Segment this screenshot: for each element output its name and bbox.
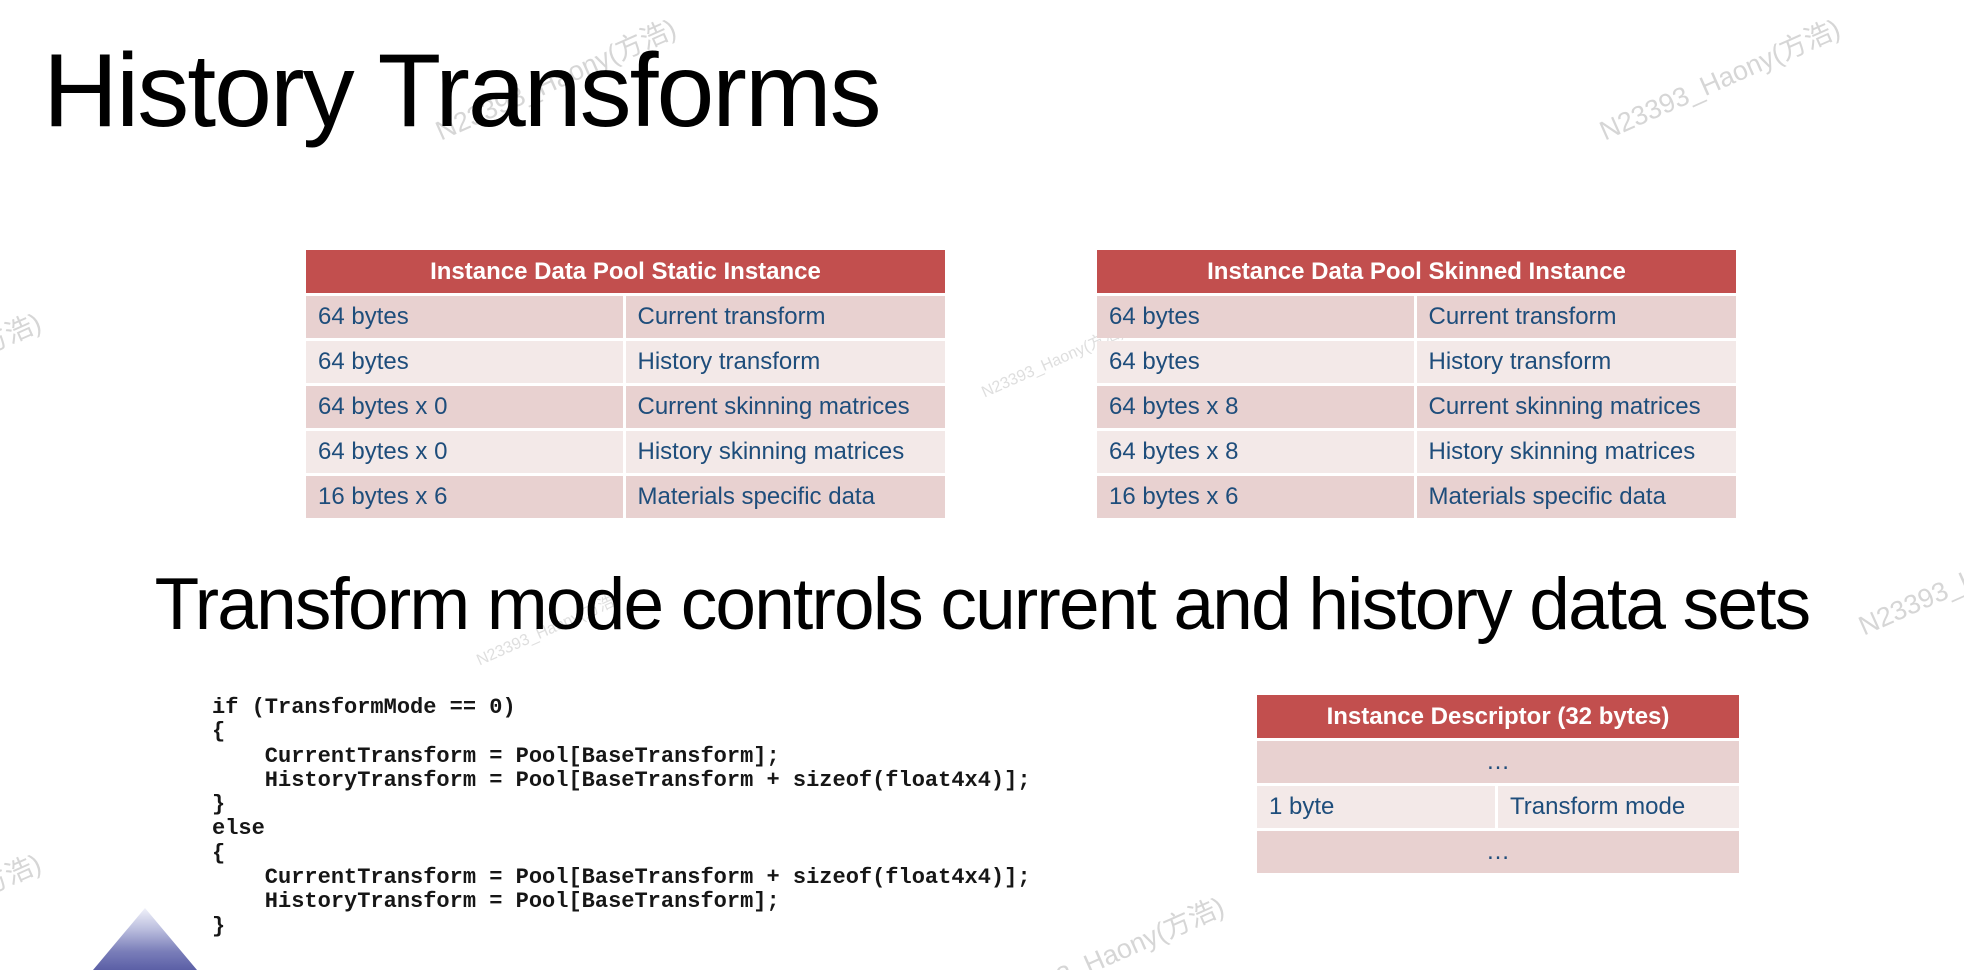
skinned-instance-pool-table: Instance Data Pool Skinned Instance 64 b… [1097, 247, 1736, 521]
table-cell: History skinning matrices [625, 431, 945, 473]
table-cell: 64 bytes [306, 341, 626, 383]
table-cell: 64 bytes x 8 [1097, 431, 1417, 473]
table-cell: 1 byte [1257, 786, 1498, 828]
table-cell: 64 bytes [306, 296, 626, 338]
table-cell: Materials specific data [625, 476, 945, 518]
table-row: … [1257, 741, 1739, 783]
table-row: … [1257, 831, 1739, 873]
table-cell: 16 bytes x 6 [306, 476, 626, 518]
table-header: Instance Data Pool Skinned Instance [1097, 250, 1736, 293]
table-cell: … [1257, 741, 1739, 783]
table-cell: … [1257, 831, 1739, 873]
watermark: N23393_Haony(方浩) [0, 307, 46, 441]
table-cell: 64 bytes x 0 [306, 386, 626, 428]
page-title: History Transforms [43, 33, 882, 149]
table-cell: History skinning matrices [1416, 431, 1736, 473]
table-cell: Current skinning matrices [1416, 386, 1736, 428]
table-cell: 64 bytes x 8 [1097, 386, 1417, 428]
table-cell: Current transform [1416, 296, 1736, 338]
subtitle-heading: Transform mode controls current and hist… [154, 564, 1811, 645]
table-cell: Materials specific data [1416, 476, 1736, 518]
table-cell: 64 bytes x 0 [306, 431, 626, 473]
triangle-logo [93, 908, 197, 970]
table-header: Instance Data Pool Static Instance [306, 250, 945, 293]
table-cell: History transform [625, 341, 945, 383]
watermark: N23393_Haony(方浩) [1595, 13, 1845, 147]
table-cell: 64 bytes [1097, 341, 1417, 383]
static-instance-pool-table: Instance Data Pool Static Instance 64 by… [306, 247, 945, 521]
table-cell: 64 bytes [1097, 296, 1417, 338]
table-header: Instance Descriptor (32 bytes) [1257, 695, 1739, 738]
table-cell: Current skinning matrices [625, 386, 945, 428]
watermark: N23393_Haony(方浩) [0, 848, 46, 970]
code-block: if (TransformMode == 0) { CurrentTransfo… [212, 695, 1031, 939]
table-cell: Current transform [625, 296, 945, 338]
table-cell: 16 bytes x 6 [1097, 476, 1417, 518]
table-cell: History transform [1416, 341, 1736, 383]
table-cell: Transform mode [1498, 786, 1739, 828]
